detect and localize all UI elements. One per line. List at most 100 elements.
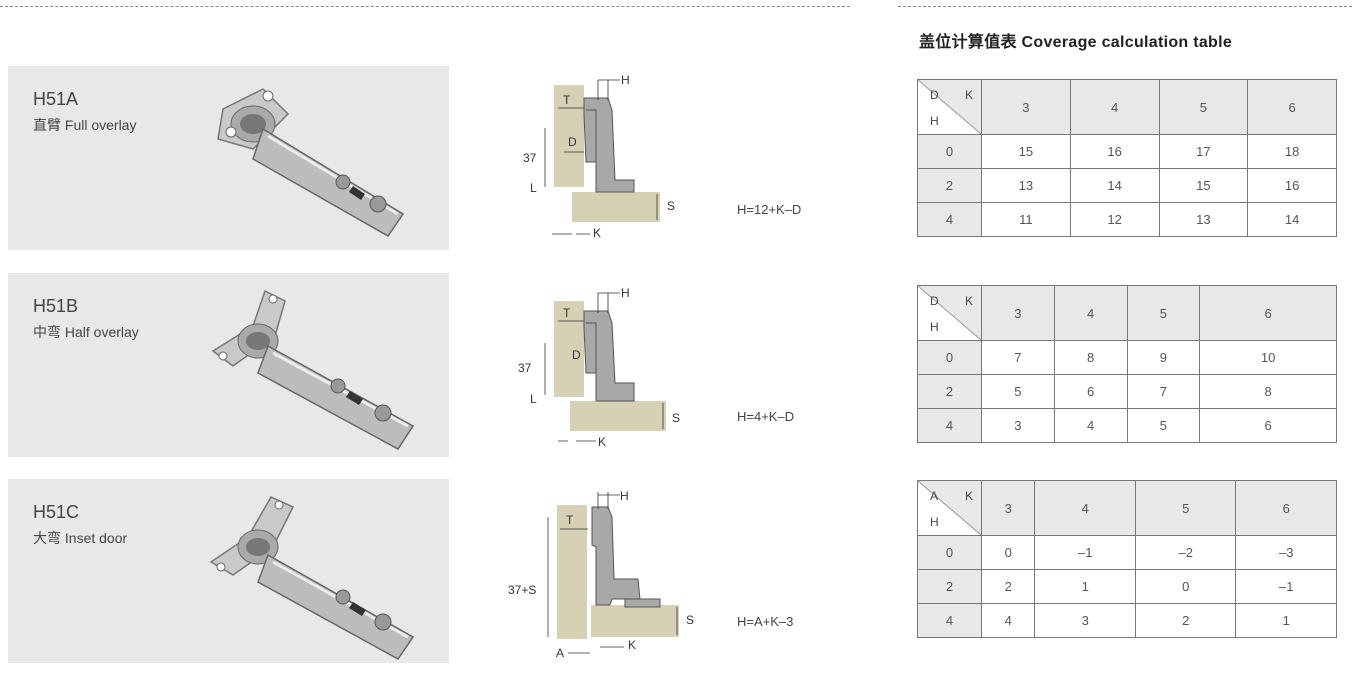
formula-h51c: H=A+K–3 — [737, 614, 794, 629]
table-cell: 6 — [1053, 374, 1128, 409]
cabinet-side — [570, 401, 666, 431]
label-k: K — [628, 638, 636, 652]
table-cell: 18 — [1247, 134, 1337, 169]
top-divider-right — [898, 6, 1352, 7]
table-row: 2 2 1 0 –1 — [917, 569, 1337, 604]
corner-label-top: A — [930, 489, 939, 503]
table-cell: 14 — [1247, 202, 1337, 237]
label-t: T — [563, 306, 571, 320]
cabinet-side — [591, 605, 679, 637]
table-cell: 13 — [1158, 202, 1249, 237]
label-d: D — [568, 135, 577, 149]
table-cell: 2 — [980, 569, 1036, 604]
table-cell: 1 — [1034, 569, 1136, 604]
label-dimension: 37 — [518, 361, 532, 375]
table-cell: 6 — [1199, 408, 1337, 443]
table-cell: 3 — [981, 408, 1055, 443]
corner-label-top: D — [930, 294, 939, 308]
table-heading: 盖位计算值表 Coverage calculation table — [919, 34, 1233, 51]
label-h: H — [621, 73, 630, 87]
table-cell: 8 — [1199, 374, 1337, 409]
corner-label-right: K — [964, 489, 973, 503]
column-header: 3 — [981, 79, 1071, 135]
table-cell: 13 — [981, 168, 1071, 203]
top-divider-left — [0, 6, 850, 7]
row-label: 4 — [917, 603, 982, 638]
label-s: S — [686, 613, 694, 627]
row-label: 2 — [917, 569, 982, 604]
row-label: 2 — [917, 168, 982, 203]
overlay-diagram-h51b: H T D 37 L S K — [518, 286, 680, 449]
table-cell: 15 — [981, 134, 1071, 169]
row-label: 4 — [917, 202, 982, 237]
product-card-h51a: H51A 直臂 Full overlay — [8, 66, 449, 250]
row-label: 0 — [917, 535, 982, 570]
coverage-table-h51a: D K H 3 4 5 6 0 15 16 17 18 2 13 14 15 1… — [917, 79, 1337, 237]
door-panel — [554, 301, 584, 397]
row-label: 2 — [917, 374, 982, 409]
product-card-h51b: H51B 中弯 Half overlay — [8, 273, 449, 457]
table-cell: 2 — [1134, 603, 1237, 638]
table-cell: 16 — [1247, 168, 1337, 203]
table-cell: 15 — [1158, 168, 1249, 203]
table-cell: 12 — [1069, 202, 1160, 237]
column-header: 6 — [1235, 480, 1337, 536]
label-k: K — [593, 226, 601, 240]
label-s: S — [672, 411, 680, 425]
column-header: 4 — [1053, 285, 1128, 341]
label-dimension: 37+S — [508, 583, 536, 597]
formula-h51a: H=12+K–D — [737, 202, 802, 217]
product-description: 中弯 Half overlay — [33, 324, 139, 340]
column-header: 5 — [1126, 285, 1201, 341]
door-panel — [557, 505, 587, 639]
table-row: 0 15 16 17 18 — [917, 134, 1337, 169]
product-description: 直臂 Full overlay — [33, 117, 137, 133]
corner-label-bottom: H — [930, 515, 939, 529]
column-header: 5 — [1134, 480, 1237, 536]
table-cell: 0 — [980, 535, 1036, 570]
table-cell: 17 — [1158, 134, 1249, 169]
overlay-diagram-h51a: H T D 37 L S K — [523, 73, 675, 240]
table-row: 4 3 4 5 6 — [917, 408, 1337, 443]
table-cell: 11 — [981, 202, 1071, 237]
table-cell: 8 — [1053, 340, 1128, 375]
table-cell: 9 — [1126, 340, 1201, 375]
table-cell: –2 — [1134, 535, 1237, 570]
label-h: H — [621, 286, 630, 300]
table-cell: 3 — [1034, 603, 1136, 638]
column-header: 3 — [980, 480, 1036, 536]
label-t: T — [566, 513, 574, 527]
product-model: H51B — [33, 296, 79, 316]
cabinet-side — [572, 192, 660, 222]
table-cell: 14 — [1069, 168, 1160, 203]
table-cell: 1 — [1235, 603, 1337, 638]
table-corner-cell: D K H — [917, 285, 982, 341]
table-row: 2 5 6 7 8 — [917, 374, 1337, 409]
product-model: H51A — [33, 89, 79, 109]
row-label: 4 — [917, 408, 982, 443]
label-h: H — [620, 489, 629, 503]
corner-label-right: K — [964, 294, 973, 308]
table-cell: 7 — [981, 340, 1055, 375]
formula-h51b: H=4+K–D — [737, 409, 795, 424]
label-t: T — [563, 93, 571, 107]
product-model: H51C — [33, 502, 80, 522]
table-corner-cell: D K H — [917, 79, 982, 135]
column-header: 5 — [1158, 79, 1249, 135]
coverage-table-h51b: D K H 3 4 5 6 0 7 8 9 10 2 5 6 7 8 4 3 4… — [917, 285, 1337, 443]
table-cell: –1 — [1034, 535, 1136, 570]
table-row: 4 11 12 13 14 — [917, 202, 1337, 237]
column-header: 6 — [1199, 285, 1337, 341]
table-row: 0 7 8 9 10 — [917, 340, 1337, 375]
table-row: 2 13 14 15 16 — [917, 168, 1337, 203]
table-cell: 16 — [1069, 134, 1160, 169]
product-card-h51c: H51C 大弯 Inset door — [8, 479, 449, 663]
table-row: 0 0 –1 –2 –3 — [917, 535, 1337, 570]
door-panel — [554, 85, 584, 187]
table-cell: 5 — [1126, 408, 1201, 443]
label-s: S — [667, 199, 675, 213]
table-row: 4 4 3 2 1 — [917, 603, 1337, 638]
overlay-diagram-h51c: H T 37+S S A K — [508, 489, 694, 660]
label-d: D — [572, 348, 581, 362]
row-label: 0 — [917, 340, 982, 375]
